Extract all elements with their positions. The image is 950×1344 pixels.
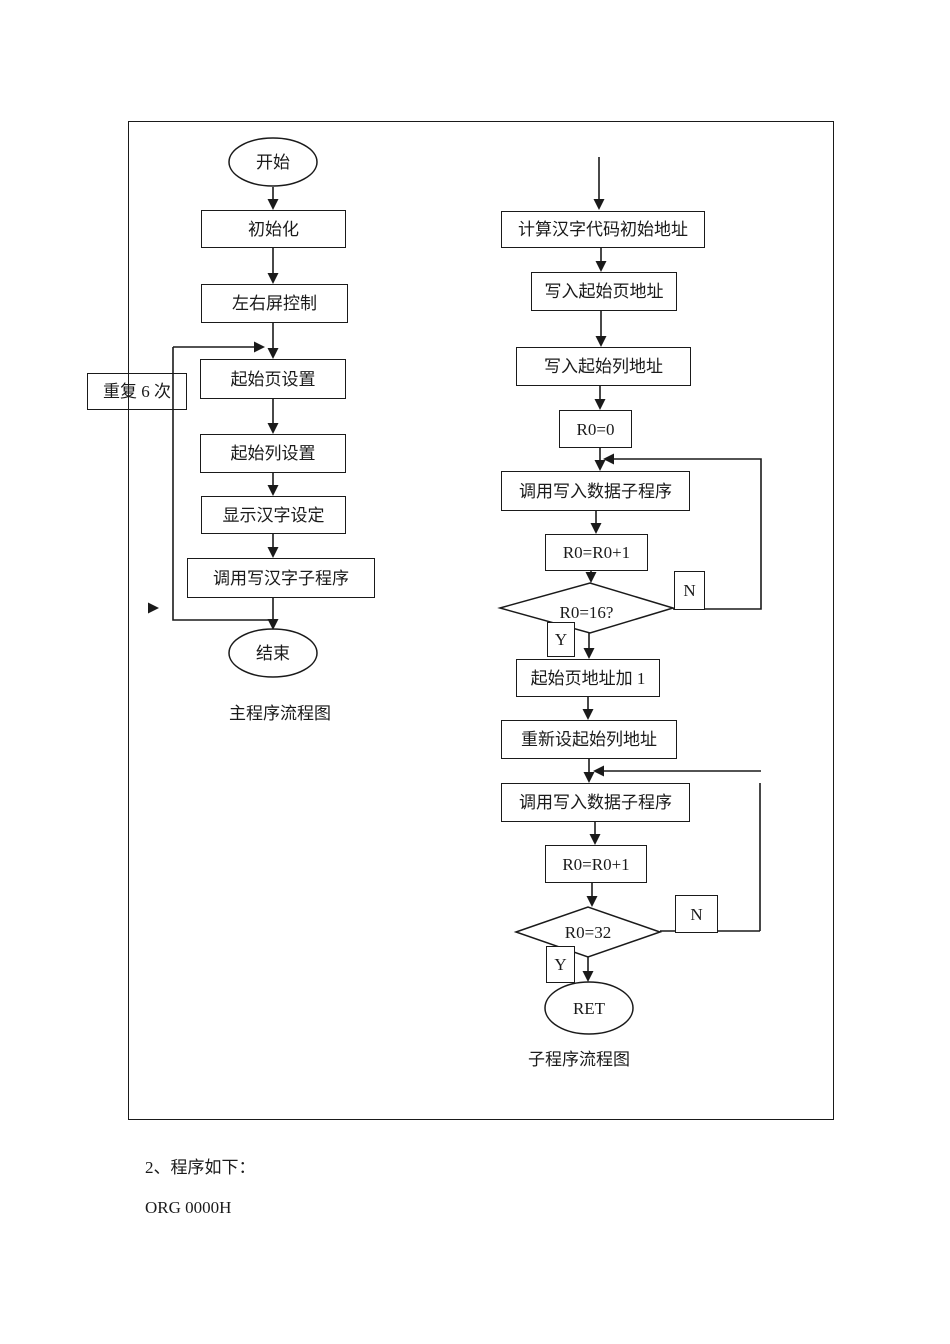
arrowhead: [267, 199, 279, 210]
flow-box-call-sub-label: 调用写汉字子程序: [213, 568, 349, 588]
flow-box-start-page-label: 起始页设置: [230, 369, 316, 389]
flow-box-reset-col: 重新设起始列地址: [501, 720, 677, 759]
flow-box-start-col-label: 起始列设置: [230, 444, 316, 463]
flow-box-r0-inc-1: R0=R0+1: [545, 534, 648, 571]
flow-box-display-set-label: 显示汉字设定: [222, 505, 325, 525]
flow-box-init-label: 初始化: [248, 219, 299, 239]
flow-box-r0-inc-1-label: R0=R0+1: [562, 543, 631, 562]
flow-box-r0-zero-label: R0=0: [576, 419, 615, 439]
flow-box-page-plus1-label: 起始页地址加 1: [530, 668, 646, 688]
flow-box-r0-zero: R0=0: [559, 410, 632, 448]
figure-border: [128, 121, 834, 1120]
main-flowchart-caption: 主程序流程图: [229, 704, 331, 723]
flow-box-reset-col-label: 重新设起始列地址: [521, 730, 657, 749]
flow-box-screen-control-label: 左右屏控制: [232, 294, 317, 313]
program-heading: 2、程序如下：: [145, 1158, 256, 1177]
start-oval-label: 开始: [256, 152, 290, 172]
flow-box-start-page: 起始页设置: [200, 359, 346, 399]
org-line: ORG 0000H: [145, 1198, 232, 1217]
start-oval: [228, 137, 318, 187]
flow-box-call-write-1: 调用写入数据子程序: [501, 471, 690, 511]
flow-box-call-write-2: 调用写入数据子程序: [501, 783, 690, 822]
flow-box-calc-addr-label: 计算汉字代码初始地址: [518, 220, 688, 239]
flow-box-write-page-label: 写入起始页地址: [544, 282, 664, 301]
repeat-loop-line: [172, 347, 273, 621]
flow-box-display-set: 显示汉字设定: [201, 496, 346, 534]
sub-flowchart-caption: 子程序流程图: [528, 1050, 630, 1069]
ret-oval: [544, 981, 634, 1035]
flow-box-call-write-2-label: 调用写入数据子程序: [519, 793, 672, 812]
yes2-tag: Y: [546, 946, 575, 983]
ret-oval-label: RET: [572, 998, 606, 1018]
flow-box-screen-control: 左右屏控制: [201, 284, 348, 323]
flow-box-r0-inc-2: R0=R0+1: [545, 845, 647, 883]
decision1-label: R0=16?: [559, 602, 614, 622]
flow-box-calc-addr: 计算汉字代码初始地址: [501, 211, 705, 248]
flow-box-r0-inc-2-label: R0=R0+1: [562, 854, 630, 874]
flow-box-start-col: 起始列设置: [200, 434, 346, 473]
stray-arrowhead: [148, 602, 159, 614]
flow-box-call-write-1-label: 调用写入数据子程序: [519, 481, 672, 501]
flow-box-call-sub: 调用写汉字子程序: [187, 558, 375, 598]
flow-box-page-plus1: 起始页地址加 1: [516, 659, 660, 697]
no1-tag: N: [674, 571, 705, 610]
flow-box-write-col-label: 写入起始列地址: [544, 357, 663, 376]
flow-box-write-col: 写入起始列地址: [516, 347, 691, 386]
flow-box-repeat-note-label: 重复 6 次: [103, 382, 171, 401]
loop1-line: [614, 458, 762, 610]
flow-box-init: 初始化: [201, 210, 346, 248]
flow-box-write-page: 写入起始页地址: [531, 272, 677, 311]
decision2-label: R0=32: [564, 922, 612, 942]
no2-tag: N: [675, 895, 718, 933]
end-oval-label: 结束: [256, 643, 290, 663]
flow-box-repeat-note: 重复 6 次: [87, 373, 187, 410]
yes1-tag: Y: [547, 622, 575, 657]
